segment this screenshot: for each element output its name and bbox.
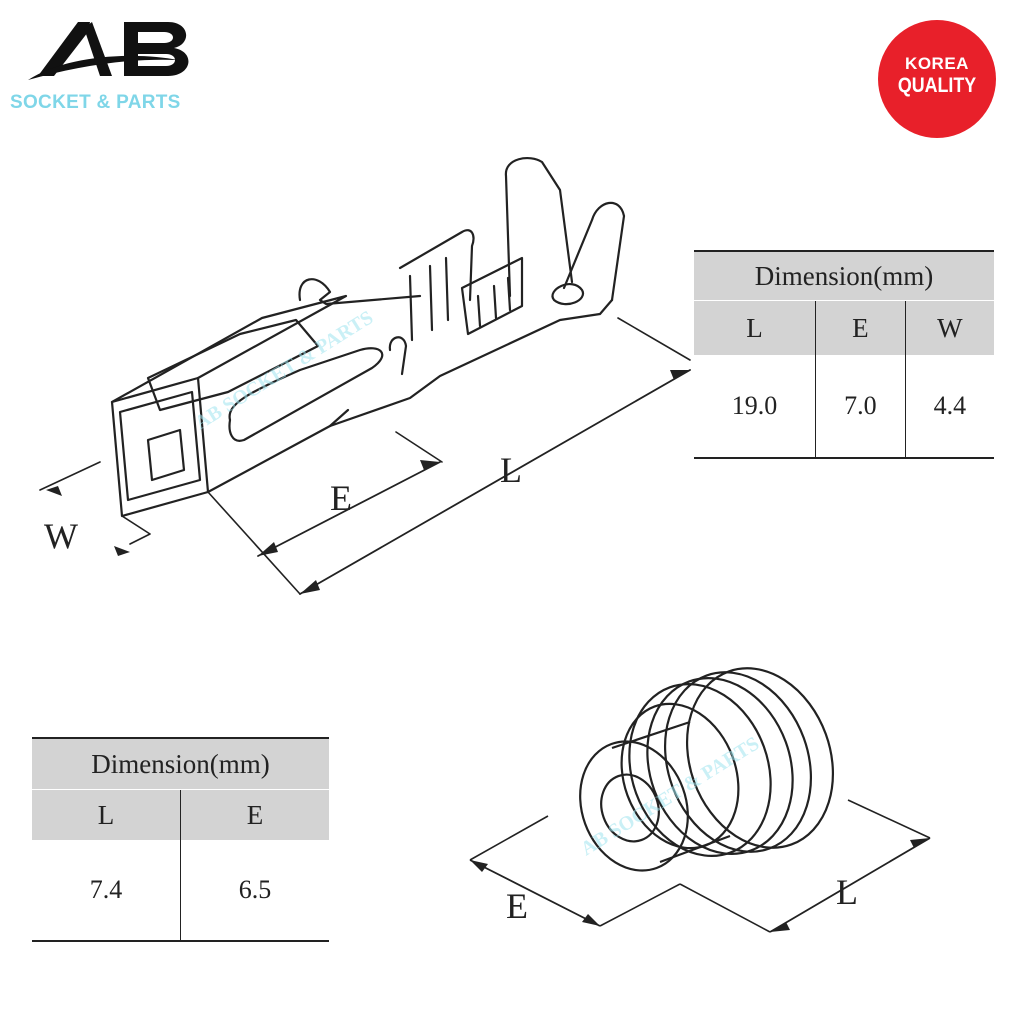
- terminal-watermark: AB SOCKET & PARTS: [191, 307, 377, 435]
- seal-l-label: L: [836, 872, 858, 912]
- table-value-w: 4.4: [904, 355, 994, 458]
- badge-line1: KOREA: [905, 54, 969, 73]
- table-value-l: 19.0: [694, 355, 816, 458]
- terminal-e-label: E: [330, 478, 352, 518]
- brand-logo: AB: [28, 22, 189, 80]
- seal-e-label: E: [506, 886, 528, 926]
- terminal-drawing: W E L AB SOCKET & PARTS: [39, 157, 691, 595]
- table-header-w: W: [904, 300, 994, 355]
- terminal-w-label: W: [44, 516, 78, 556]
- terminal-l-label: L: [500, 450, 522, 490]
- table-title: Dimension(mm): [694, 251, 994, 301]
- table-value-e: 6.5: [179, 840, 329, 941]
- table-value-l: 7.4: [32, 840, 181, 941]
- table-header-e: E: [814, 300, 906, 355]
- table-title: Dimension(mm): [32, 738, 329, 790]
- badge-line2: QUALITY: [897, 74, 977, 97]
- seal-drawing: E L AB SOCKET & PARTS: [469, 667, 931, 933]
- terminal-dimension-table: Dimension(mm) L E W 19.0 7.0 4.4: [694, 250, 994, 459]
- table-header-e: E: [179, 789, 329, 840]
- brand-subtitle: SOCKET & PARTS: [10, 92, 181, 113]
- table-header-l: L: [32, 789, 181, 840]
- seal-dimension-table: Dimension(mm) L E 7.4 6.5: [32, 737, 329, 942]
- korea-quality-badge: KOREA QUALITY: [878, 20, 996, 138]
- table-value-e: 7.0: [814, 355, 906, 458]
- table-header-l: L: [694, 300, 816, 355]
